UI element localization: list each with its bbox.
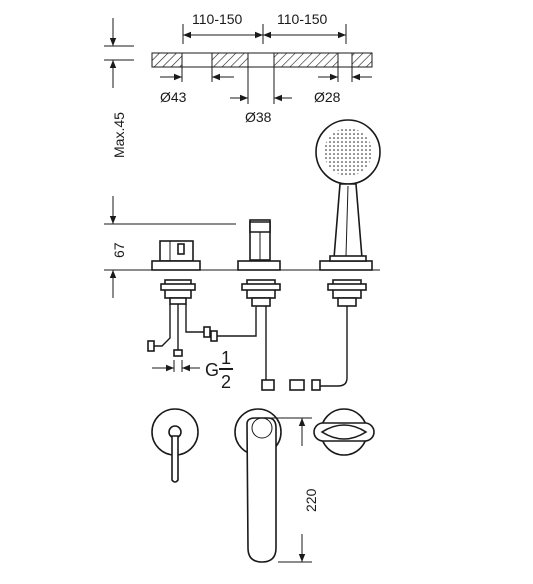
- span-dimension-lines: [182, 24, 347, 44]
- shower-underbody: [289, 279, 367, 391]
- thread-denominator-label: 2: [221, 372, 231, 392]
- side-elevation-view: G 1 2: [140, 119, 381, 392]
- span-left-label: 110-150: [192, 11, 243, 27]
- mixer-underbody: [147, 279, 211, 357]
- dia-center-label: Ø38: [245, 109, 272, 125]
- thread-dimension: [152, 360, 200, 372]
- deck-thickness-dimension: Max.45: [104, 18, 134, 158]
- thread-prefix-label: G: [205, 360, 219, 380]
- spout-underbody: [210, 279, 281, 391]
- thread-numerator-label: 1: [221, 348, 231, 368]
- spout-height-label: 67: [111, 242, 127, 258]
- spout-height-dimension: 67: [104, 196, 236, 298]
- mixer-top-view: [151, 408, 199, 483]
- deck-section-hatched: [151, 52, 373, 68]
- spout-top-view: [234, 408, 282, 563]
- spout-projection-dimension: 220: [270, 417, 319, 563]
- hand-shower: [315, 119, 381, 271]
- deck-max-label: Max.45: [111, 112, 127, 158]
- span-right-label: 110-150: [277, 11, 328, 27]
- hole-diameter-dimensions: [160, 67, 372, 104]
- deck-plan-view: 110-150 110-150 Ø43 Ø38: [151, 11, 373, 125]
- dia-right-label: Ø28: [314, 89, 341, 105]
- spout: [237, 219, 281, 271]
- projection-label: 220: [303, 488, 319, 512]
- shower-top-view: [313, 408, 375, 456]
- mixer-handle: [151, 240, 201, 271]
- dia-left-label: Ø43: [160, 89, 187, 105]
